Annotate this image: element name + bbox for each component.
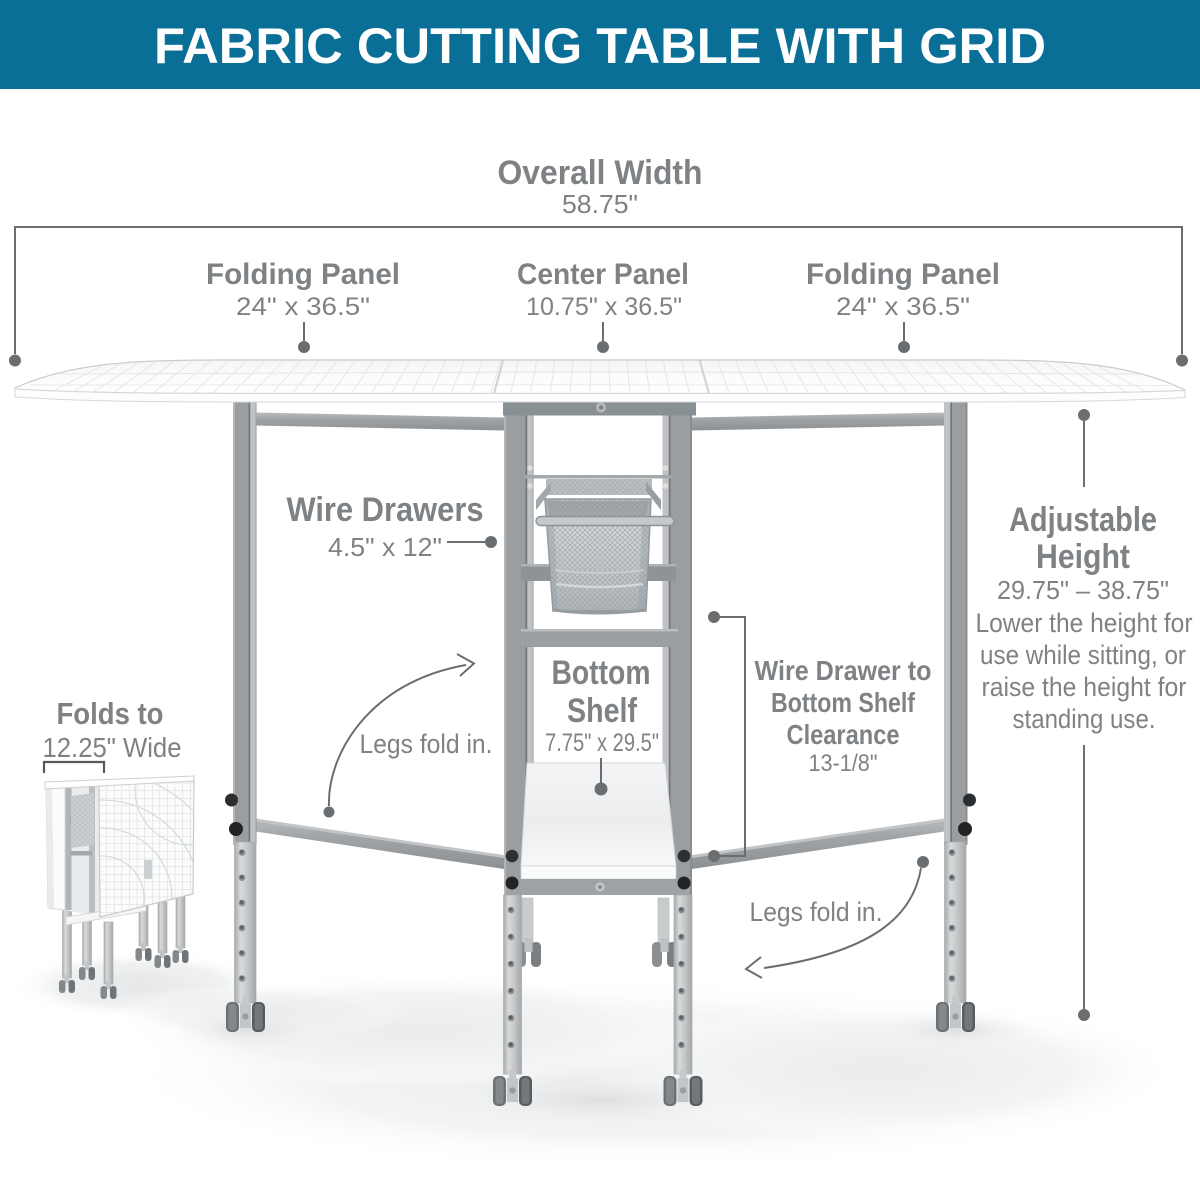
svg-text:58.75": 58.75" xyxy=(562,189,638,219)
svg-text:24" x 36.5": 24" x 36.5" xyxy=(836,293,970,321)
svg-text:Clearance: Clearance xyxy=(787,719,900,750)
svg-text:Wire Drawer to: Wire Drawer to xyxy=(755,655,932,686)
svg-text:4.5" x 12": 4.5" x 12" xyxy=(328,532,442,562)
svg-text:Center Panel: Center Panel xyxy=(517,258,689,291)
svg-text:FABRIC CUTTING TABLE WITH GRID: FABRIC CUTTING TABLE WITH GRID xyxy=(154,18,1046,74)
svg-text:Wire Drawers: Wire Drawers xyxy=(287,491,484,529)
svg-text:Shelf: Shelf xyxy=(567,692,638,730)
svg-text:29.75" – 38.75": 29.75" – 38.75" xyxy=(997,575,1169,605)
svg-text:Height: Height xyxy=(1036,538,1130,576)
svg-text:raise the height for: raise the height for xyxy=(982,672,1187,702)
svg-text:24" x 36.5": 24" x 36.5" xyxy=(236,293,370,321)
svg-text:7.75" x 29.5": 7.75" x 29.5" xyxy=(545,729,659,757)
svg-text:12.25" Wide: 12.25" Wide xyxy=(43,732,182,763)
svg-text:13-1/8": 13-1/8" xyxy=(809,750,878,777)
svg-text:10.75" x 36.5": 10.75" x 36.5" xyxy=(526,293,682,321)
svg-text:Bottom Shelf: Bottom Shelf xyxy=(771,687,916,718)
svg-text:Lower the height for: Lower the height for xyxy=(976,608,1193,638)
svg-text:Folding Panel: Folding Panel xyxy=(806,258,1000,291)
svg-text:Folding Panel: Folding Panel xyxy=(206,258,400,291)
svg-text:Adjustable: Adjustable xyxy=(1009,501,1157,539)
svg-text:Legs fold in.: Legs fold in. xyxy=(360,729,493,759)
svg-text:standing use.: standing use. xyxy=(1013,704,1156,734)
svg-text:Legs fold in.: Legs fold in. xyxy=(750,897,883,927)
svg-text:Bottom: Bottom xyxy=(552,654,651,692)
svg-text:use while sitting, or: use while sitting, or xyxy=(980,640,1186,670)
svg-text:Folds to: Folds to xyxy=(57,696,164,731)
svg-text:Overall Width: Overall Width xyxy=(498,154,703,192)
